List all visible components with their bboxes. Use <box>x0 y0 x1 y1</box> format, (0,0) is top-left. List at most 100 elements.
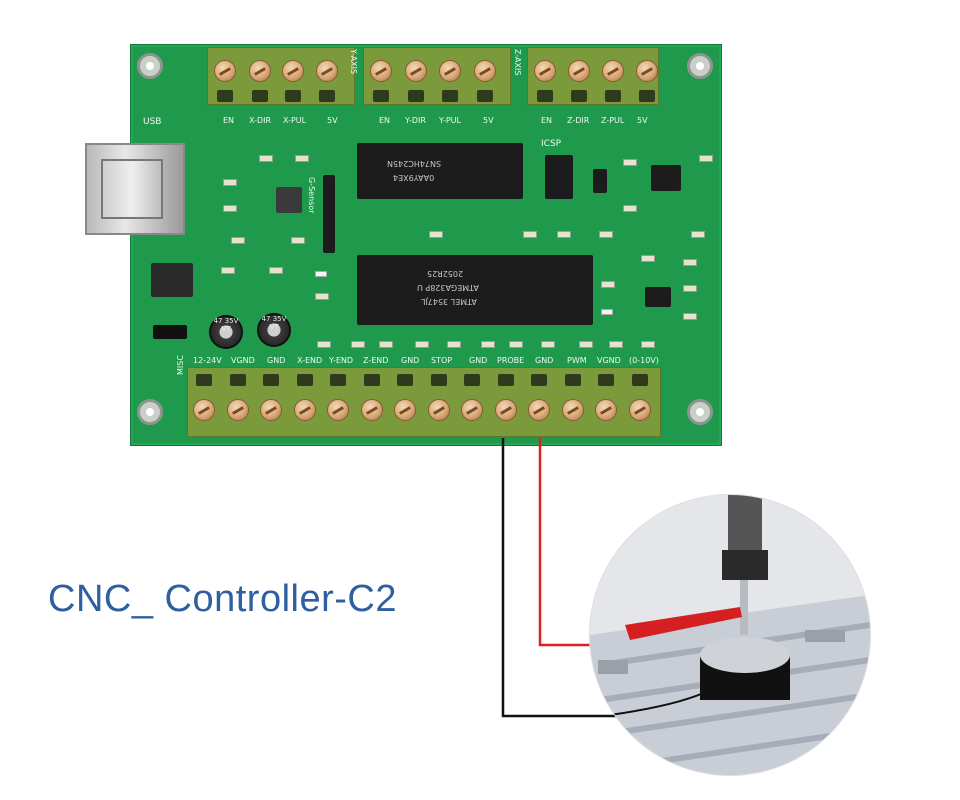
pin-label-y-dir: Y-DIR <box>405 116 426 125</box>
smd-c11 <box>317 341 331 348</box>
terminal-slot <box>397 374 413 386</box>
terminal-slot <box>408 90 424 102</box>
terminal-slot <box>639 90 655 102</box>
smd-c10 <box>269 267 283 274</box>
terminal-slot <box>531 374 547 386</box>
chip-u7 <box>651 165 681 191</box>
terminal-slot <box>330 374 346 386</box>
smd-r3 <box>315 293 329 300</box>
smd-r16 <box>699 155 713 162</box>
terminal-screw <box>568 60 590 82</box>
capacitor-label: 47 35V VT <box>213 317 239 333</box>
terminal-slot <box>319 90 335 102</box>
red-clip <box>625 607 742 640</box>
smd-r17 <box>683 259 697 266</box>
terminal-slot <box>571 90 587 102</box>
chip-u2: 2052R25 ATMEGA328P U ATMEL 3547JL <box>357 255 593 325</box>
usb-label: USB <box>143 117 162 127</box>
terminal-screw <box>494 399 517 421</box>
pin-label-z-end: Z-END <box>363 356 389 365</box>
spindle-collet <box>722 550 768 580</box>
terminal-screw <box>636 60 658 82</box>
smd-c4 <box>523 231 537 238</box>
pin-label-x-pul: X-PUL <box>283 116 307 125</box>
capacitor-label: 47 35V VT <box>261 315 287 331</box>
chip-u5: SN74HC245N 0AAY9XE4 <box>357 143 523 199</box>
smd-r6 <box>291 237 305 244</box>
smd-c13 <box>447 341 461 348</box>
pin-label-z-5v: 5V <box>637 116 648 125</box>
pin-label-x-dir: X-DIR <box>249 116 272 125</box>
terminal-screw <box>534 60 556 82</box>
smd-r10 <box>579 341 593 348</box>
terminal-slot <box>363 374 380 386</box>
terminal-screw <box>226 399 249 421</box>
pin-label-y-5v: 5V <box>483 116 494 125</box>
pin-label-stop: STOP <box>431 356 453 365</box>
smd-r9 <box>509 341 523 348</box>
terminal-screw <box>461 399 483 421</box>
terminal-screw <box>528 399 550 421</box>
smd-d1 <box>231 237 245 244</box>
pin-label-gnd: GND <box>535 356 554 365</box>
pin-label-x-en: EN <box>223 116 235 125</box>
smd-c15 <box>609 341 623 348</box>
icsp-label: ICSP <box>541 139 562 149</box>
pin-label-vgnd: VGND <box>231 356 255 365</box>
terminal-slot <box>252 90 268 102</box>
terminal-slot <box>631 374 648 386</box>
pin-label-gnd: GND <box>267 356 286 365</box>
pin-label-y-end: Y-END <box>329 356 354 365</box>
probe-photo-scene <box>590 495 870 775</box>
terminal-slot <box>464 374 480 386</box>
smd-c5 <box>683 313 697 320</box>
pin-label-z-en: EN <box>541 116 553 125</box>
terminal-screw <box>405 60 427 82</box>
red-wire <box>538 438 610 647</box>
terminal-slot <box>229 374 246 386</box>
chip-u6 <box>593 169 607 193</box>
terminal-screw <box>327 399 349 421</box>
mounting-hole <box>687 399 713 425</box>
terminal-screw <box>316 60 338 82</box>
terminal-screw <box>427 399 450 421</box>
terminal-screw <box>439 60 461 82</box>
terminal-slot <box>497 374 514 386</box>
icsp-header <box>545 155 573 199</box>
terminal-screw <box>293 399 316 421</box>
product-caption: CNC_ Controller-C2 <box>48 578 397 620</box>
smd-r14 <box>623 205 637 212</box>
smd-c14 <box>541 341 555 348</box>
terminal-screw <box>595 399 617 421</box>
terminal-slot <box>285 90 301 102</box>
smd-r18 <box>601 281 615 288</box>
smd-r15 <box>691 231 705 238</box>
chip-u3 <box>645 287 671 307</box>
terminal-screw <box>370 60 392 82</box>
smd-r1 <box>223 179 237 186</box>
usb-connector <box>85 143 185 235</box>
pin-label-probe: PROBE <box>497 356 525 365</box>
terminal-screw <box>394 399 416 421</box>
smd-r2 <box>223 205 237 212</box>
terminal-slot <box>537 90 553 102</box>
pin-label-0-10v: (0-10V) <box>629 356 659 365</box>
terminal-slot <box>263 374 279 386</box>
led-d2 <box>315 271 327 277</box>
pin-label-y-pul: Y-PUL <box>439 116 461 125</box>
terminal-screw <box>360 399 383 421</box>
smd-r12 <box>599 231 613 238</box>
terminal-slot <box>598 374 614 386</box>
smd-r7 <box>351 341 365 348</box>
black-wire <box>501 438 628 718</box>
terminal-screw <box>260 399 282 421</box>
chip-u1 <box>276 187 302 213</box>
pin-label-gnd: GND <box>401 356 420 365</box>
mounting-hole <box>687 53 713 79</box>
probe-photo <box>590 495 870 775</box>
terminal-slot <box>373 90 389 102</box>
regulator-u4 <box>151 263 193 297</box>
smd-c16 <box>641 255 655 262</box>
terminal-screw <box>282 60 304 82</box>
pin-label-x-end: X-END <box>297 356 323 365</box>
